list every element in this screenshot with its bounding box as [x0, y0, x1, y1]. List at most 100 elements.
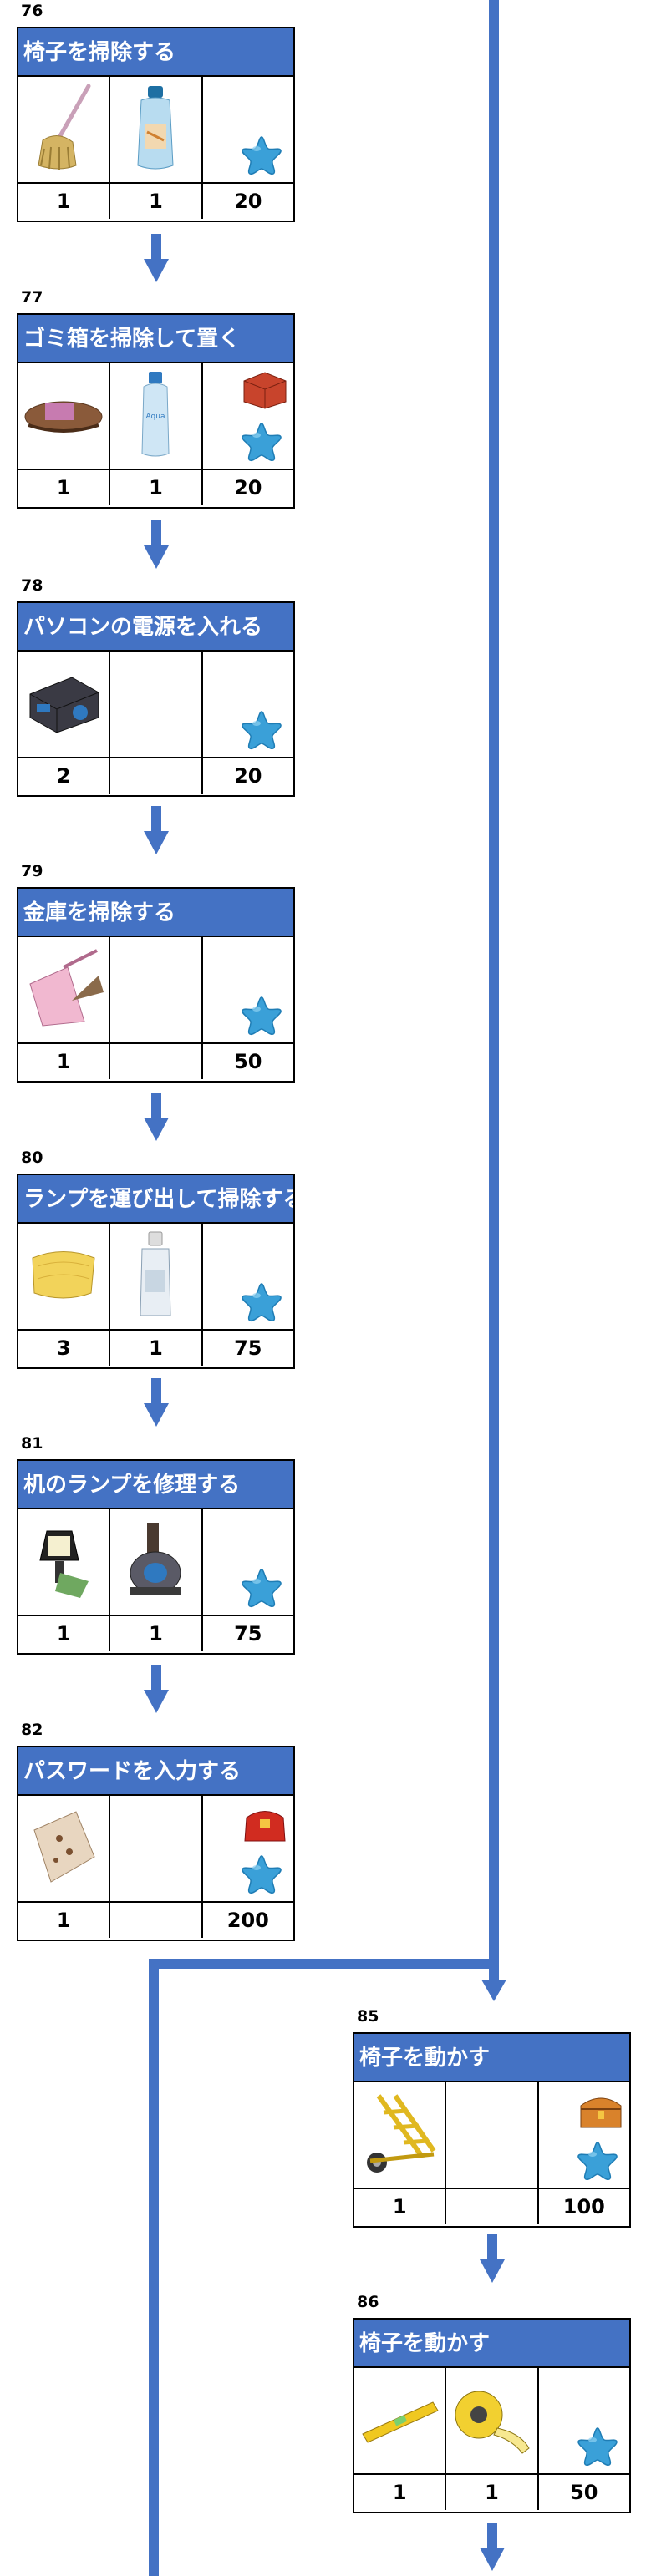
arrow-down-icon	[481, 1980, 506, 2001]
count-value	[110, 758, 203, 794]
arrow-down-icon	[144, 806, 169, 854]
reward-cell	[203, 1796, 293, 1901]
count-value: 75	[234, 1336, 262, 1360]
count-value: 75	[234, 1622, 262, 1645]
star-icon	[238, 707, 285, 753]
task-title: 椅子を掃除する	[18, 28, 293, 77]
flow-line-left	[149, 1959, 159, 2576]
item-cell	[18, 1796, 111, 1901]
task-number: 78	[21, 576, 43, 595]
task-title: 椅子を動かす	[354, 2320, 629, 2368]
reward-cell	[203, 937, 293, 1042]
reward-cell	[203, 1224, 293, 1329]
svg-text:Aqua: Aqua	[146, 413, 165, 421]
task-number: 81	[21, 1434, 43, 1453]
task-number: 77	[21, 288, 43, 307]
count-value: 50	[234, 1050, 262, 1073]
count-value: 1	[110, 1331, 203, 1366]
spray-bottle-icon	[130, 1229, 181, 1324]
arrow-down-icon	[144, 1093, 169, 1141]
star-icon	[238, 992, 285, 1039]
count-value: 1	[18, 184, 111, 219]
red-box-icon	[240, 368, 290, 413]
arrow-down-icon	[144, 1378, 169, 1427]
level-tool-icon	[358, 2394, 441, 2447]
item-cell	[18, 77, 111, 182]
count-value: 200	[226, 1909, 269, 1932]
brush-icon	[22, 385, 105, 447]
reward-cell	[203, 363, 293, 469]
flow-line-horizontal	[149, 1959, 499, 1969]
item-cell	[110, 1796, 203, 1901]
arrow-down-icon	[144, 1665, 169, 1713]
cloth-icon	[26, 1241, 101, 1311]
red-bag-icon	[240, 1801, 290, 1850]
task-title: 金庫を掃除する	[18, 889, 293, 937]
count-value: 3	[18, 1331, 111, 1366]
reward-cell	[203, 652, 293, 757]
count-value: 1	[446, 2475, 539, 2510]
arrow-down-icon	[480, 2234, 505, 2283]
item-cell	[446, 2082, 539, 2188]
arrow-down-icon	[480, 2523, 505, 2571]
water-bottle-icon: Aqua	[130, 368, 181, 464]
count-value: 1	[110, 470, 203, 505]
count-value	[110, 1044, 203, 1079]
tape-measure-icon	[445, 2381, 537, 2460]
star-icon	[574, 2137, 621, 2184]
arrow-down-icon	[144, 520, 169, 569]
hand-truck-icon	[353, 2087, 445, 2183]
task-title: ランプを運び出して掃除する	[18, 1175, 293, 1224]
item-cell	[110, 937, 203, 1042]
count-value	[110, 1903, 203, 1938]
task-number: 85	[357, 2007, 379, 2026]
item-cell	[110, 1509, 203, 1615]
item-cell: Aqua	[110, 363, 203, 469]
count-value: 50	[570, 2481, 598, 2504]
lamp-icon	[30, 1514, 97, 1610]
task-number: 79	[21, 862, 43, 880]
treasure-chest-icon	[576, 2087, 626, 2137]
task-number: 76	[21, 2, 43, 20]
item-cell	[354, 2368, 447, 2473]
count-value: 1	[18, 1903, 111, 1938]
cleaner-bottle-icon	[126, 82, 185, 177]
dustpan-icon	[22, 942, 105, 1037]
item-cell	[18, 652, 111, 757]
task-title: パスワードを入力する	[18, 1747, 293, 1796]
task-number: 82	[21, 1721, 43, 1739]
item-cell	[18, 1509, 111, 1615]
task-title: ゴミ箱を掃除して置く	[18, 315, 293, 363]
task-card: パスワードを入力する 1 200	[17, 1746, 295, 1941]
item-cell	[110, 652, 203, 757]
task-title: パソコンの電源を入れる	[18, 603, 293, 652]
count-value: 1	[18, 1044, 111, 1079]
count-value: 20	[234, 476, 262, 499]
count-value: 1	[110, 1616, 203, 1651]
star-icon	[238, 1279, 285, 1326]
count-value: 1	[354, 2475, 447, 2510]
task-card: 金庫を掃除する 1 50	[17, 887, 295, 1083]
count-value: 20	[234, 764, 262, 788]
item-cell	[110, 77, 203, 182]
count-value: 1	[110, 184, 203, 219]
item-cell	[445, 2368, 539, 2473]
count-value: 1	[18, 1616, 111, 1651]
star-icon	[238, 418, 285, 465]
star-icon	[238, 1564, 285, 1611]
mop-icon	[26, 82, 101, 177]
reward-cell	[203, 77, 293, 182]
task-title: 机のランプを修理する	[18, 1461, 293, 1509]
task-number: 80	[21, 1149, 43, 1167]
arrow-down-icon	[144, 234, 169, 282]
tape-roll-icon	[114, 1519, 197, 1605]
count-value: 100	[562, 2195, 605, 2219]
count-value: 1	[354, 2189, 447, 2224]
item-cell	[18, 1224, 111, 1329]
